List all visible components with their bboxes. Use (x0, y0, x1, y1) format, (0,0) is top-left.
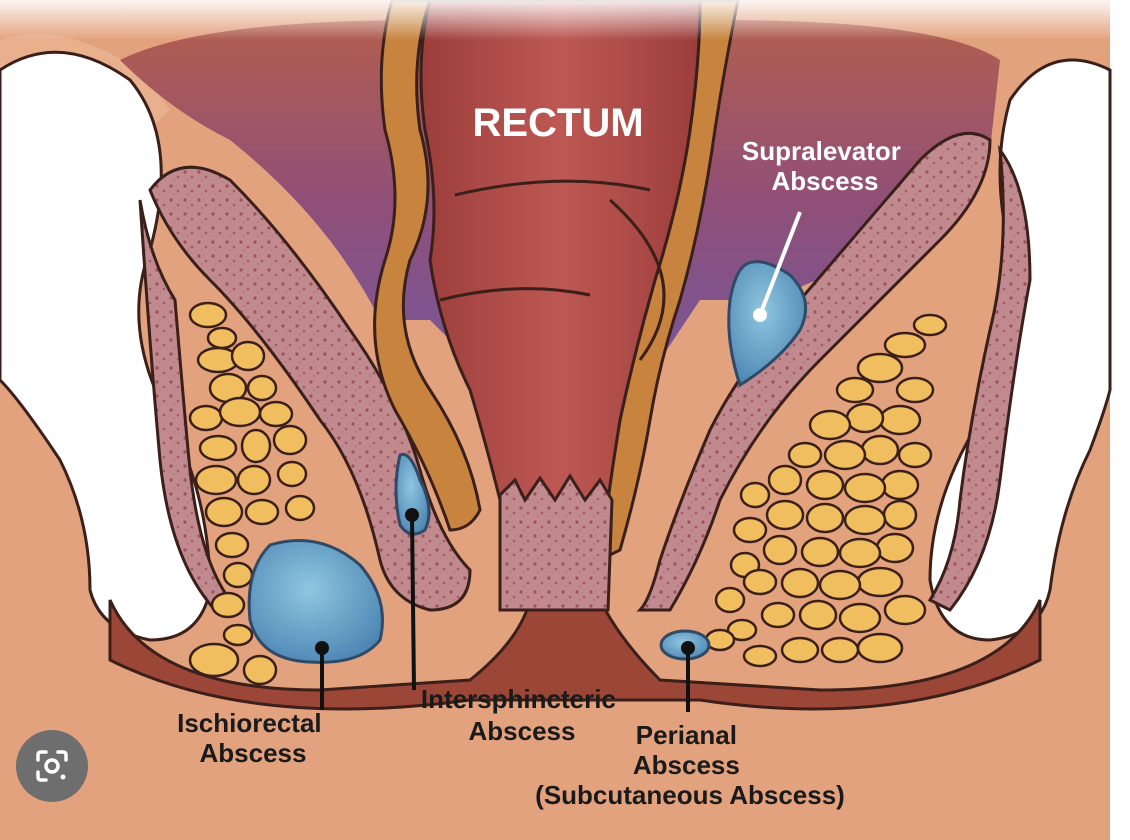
fat-lobule (230, 340, 266, 372)
left-ischiorectal-fossa-wall (138, 199, 233, 612)
supralevator-label: Supralevator Abscess (742, 136, 908, 196)
fat-lobule (843, 504, 887, 536)
perineal-base (108, 598, 1042, 711)
fat-lobule (762, 534, 798, 566)
fat-lobule (714, 586, 746, 614)
lens-search-button[interactable] (16, 730, 88, 802)
fat-lobule (780, 567, 820, 599)
fat-lobule (188, 642, 240, 678)
fat-lobule (204, 496, 244, 528)
fat-lobule (875, 532, 915, 564)
fat-lobule (880, 469, 920, 501)
fat-lobule (780, 636, 820, 664)
fat-lobule (820, 636, 860, 664)
fat-lobule (798, 599, 838, 631)
top-fade (0, 0, 1130, 40)
fat-lobules-left (188, 301, 316, 686)
fat-lobule (856, 566, 904, 598)
fat-lobule (838, 602, 882, 634)
fat-lobule (897, 441, 933, 469)
fat-lobule (805, 502, 845, 534)
intersphincteric-label: Intersphincteric Abscess (421, 684, 623, 746)
fat-lobule (198, 434, 238, 462)
fat-lobule (742, 568, 778, 596)
fat-lobule (276, 460, 308, 488)
fat-lobule (805, 469, 845, 501)
fat-lobule (244, 498, 280, 526)
fat-lobule (843, 472, 887, 504)
right-ischiorectal-fossa-wall (927, 144, 1032, 612)
ischiorectal-label: Ischiorectal Abscess (177, 708, 329, 768)
rectal-folds (439, 179, 666, 361)
lens-search-icon (36, 750, 68, 782)
fat-lobule (218, 396, 262, 428)
fat-lobules-right (704, 313, 948, 668)
rectum-label: RECTUM (472, 101, 643, 145)
fat-lobule (912, 313, 948, 337)
fat-lobule (206, 326, 238, 350)
fat-lobule (860, 434, 900, 466)
fat-lobule (765, 499, 805, 531)
fat-lobule (845, 402, 885, 434)
fat-lobule (818, 569, 862, 601)
fat-lobule (739, 481, 771, 509)
left-levator-muscle (148, 165, 472, 612)
anal-canal (498, 473, 614, 612)
fat-lobule (732, 516, 768, 544)
intersphincteric-abscess (394, 452, 431, 536)
fat-lobule (856, 352, 904, 384)
fat-lobule (214, 531, 250, 559)
perianal-label: Perianal Abscess (Subcutaneous Abscess) (535, 720, 845, 810)
fat-lobule (222, 561, 254, 589)
fat-lobule (883, 594, 927, 626)
fat-lobule (240, 428, 272, 464)
fat-lobule (856, 632, 904, 664)
fat-lobule (800, 536, 840, 568)
fat-lobule (272, 424, 308, 456)
right-levator-muscle (636, 131, 992, 612)
supralevator-abscess (727, 260, 808, 388)
fat-lobule (194, 464, 238, 496)
fat-lobule (808, 409, 852, 441)
fat-lobule (246, 374, 278, 402)
fat-lobule (726, 618, 758, 642)
fat-lobule (210, 591, 246, 619)
fat-lobule (242, 654, 278, 686)
fat-lobule (838, 537, 882, 569)
fat-lobule (222, 623, 254, 647)
fat-lobule (284, 494, 316, 522)
leader-lines (315, 211, 802, 712)
fat-lobule (258, 400, 294, 428)
fat-lobule (787, 441, 823, 469)
fat-lobule (767, 464, 803, 496)
fat-lobule (823, 439, 867, 471)
fat-lobule (835, 376, 875, 404)
fat-lobule (895, 376, 935, 404)
fat-lobule (883, 331, 927, 359)
fat-lobule (188, 404, 224, 432)
ischiorectal-abscess (247, 539, 384, 664)
fat-lobule (236, 464, 272, 496)
fat-lobule (188, 301, 228, 329)
fat-lobule (882, 499, 918, 531)
fat-lobule (760, 601, 796, 629)
fat-lobule (878, 404, 922, 436)
fat-lobule (742, 644, 778, 668)
